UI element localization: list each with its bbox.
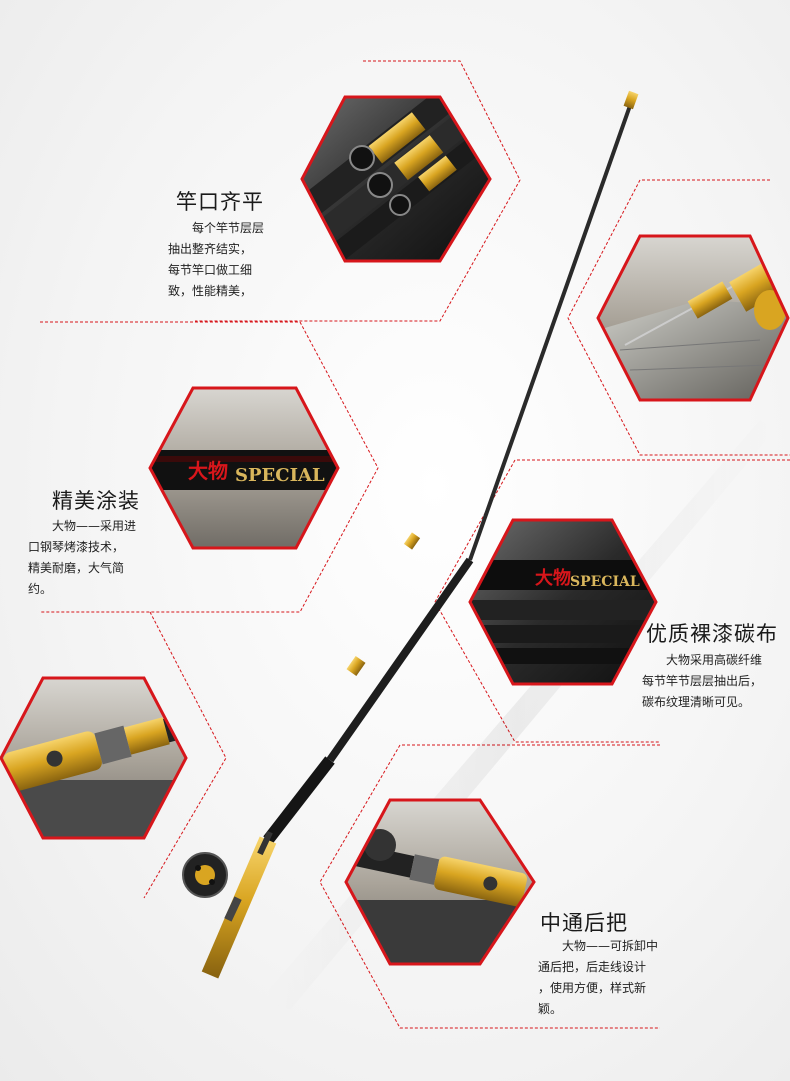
feature-desc-handle: 大物——可拆卸中 通后把，后走线设计 ，使用方便，样式新 颖。 bbox=[538, 939, 659, 1016]
hex-image-special-paint: 大物 SPECIAL bbox=[148, 386, 340, 550]
feature-desc-carbon: 大物采用高碳纤维 每节竿节层层抽出后， 碳布纹理清晰可见。 bbox=[642, 653, 763, 709]
hex-image-carbon-cloth: 大物 SPECIAL bbox=[468, 518, 658, 686]
feature-desc-paint: 大物——采用进 口钢琴烤漆技术， 精美耐磨，大气简 约。 bbox=[28, 519, 137, 596]
feature-title-paint: 精美涂装 bbox=[52, 489, 140, 513]
svg-text:SPECIAL: SPECIAL bbox=[570, 574, 640, 590]
svg-text:大物: 大物 bbox=[535, 567, 571, 589]
guide-lines bbox=[40, 60, 790, 1029]
fishing-rod bbox=[182, 90, 639, 979]
hex-image-rod-cap bbox=[596, 234, 790, 402]
hex-image-reel-handle bbox=[344, 798, 536, 966]
svg-text:SPECIAL: SPECIAL bbox=[235, 465, 325, 486]
feature-desc-rod-mouth: 每个竿节层层 抽出整齐结实， 每节竿口做工细 致，性能精美， bbox=[168, 221, 265, 298]
rod-shadow bbox=[260, 420, 775, 1010]
feature-title-handle: 中通后把 bbox=[540, 911, 628, 935]
hex-image-handle bbox=[0, 676, 188, 840]
feature-title-carbon: 优质裸漆碳布 bbox=[646, 622, 778, 646]
svg-text:大物: 大物 bbox=[188, 459, 228, 483]
hex-image-rod-tips bbox=[300, 95, 492, 263]
feature-title-rod-mouth: 竿口齐平 bbox=[176, 190, 264, 214]
